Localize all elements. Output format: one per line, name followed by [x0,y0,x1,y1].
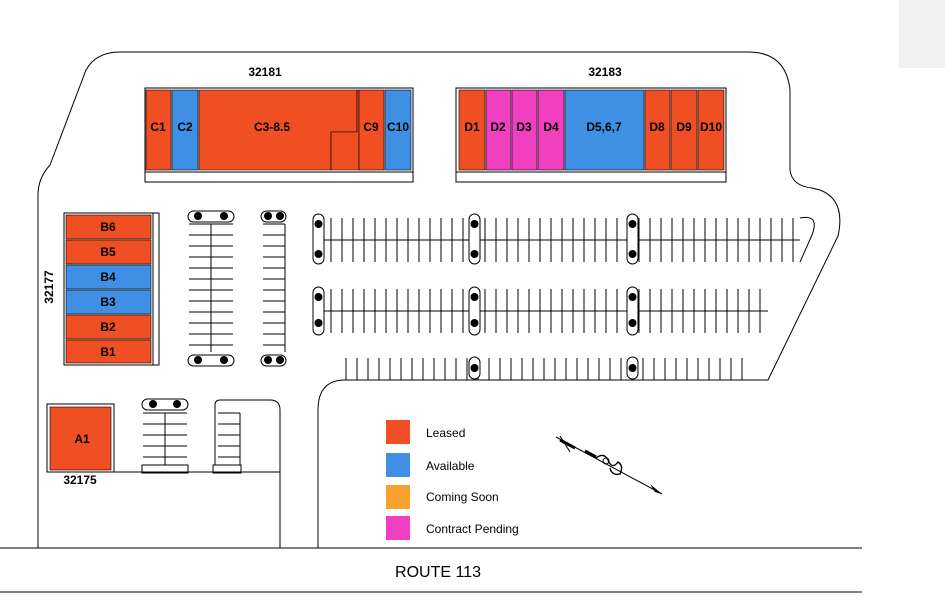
unit-D1-label: D1 [464,120,480,134]
unit-C3-label: C3-8.5 [254,120,290,134]
legend-label-leased: Leased [426,426,465,440]
light-pole-icon [264,212,272,220]
legend-swatch-available [386,453,410,477]
entrance-edge [220,399,281,548]
unit-D9[interactable] [670,89,698,171]
unit-C9[interactable] [358,89,385,171]
unit-B1[interactable] [65,339,152,364]
unit-B6-label: B6 [100,220,116,234]
light-pole-icon [194,356,202,364]
legend-label-available: Available [426,459,475,473]
light-pole-icon [470,293,479,301]
light-pole-icon [314,220,323,228]
unit-B5-label: B5 [100,245,116,259]
light-pole-icon [470,220,479,228]
unit-D4[interactable] [537,89,565,171]
corner-tab [899,0,945,68]
unit-D1[interactable] [458,89,486,171]
unit-D5[interactable] [564,89,645,171]
unit-B4[interactable] [65,264,152,290]
building-32183-label: 32183 [588,65,622,79]
unit-D4-label: D4 [543,120,559,134]
road-label: ROUTE 113 [395,564,481,581]
north-arrow-icon [555,435,663,495]
parking-island [141,398,189,411]
parking-stalls [114,210,815,474]
unit-C1-label: C1 [150,120,166,134]
light-pole-icon [220,212,228,220]
legend-swatch-contract-pending [386,516,410,540]
unit-D10-label: D10 [700,120,722,134]
unit-C10[interactable] [384,89,412,171]
unit-C2-label: C2 [177,120,193,134]
unit-C9-label: C9 [363,120,379,134]
unit-B1-label: B1 [100,345,116,359]
light-pole-icon [628,293,637,301]
legend-swatch-leased [386,420,410,444]
unit-D9-label: D9 [676,120,692,134]
light-pole-icon [628,250,637,258]
light-pole-icon [149,400,157,408]
unit-D2-label: D2 [490,120,506,134]
light-pole-icon [220,356,228,364]
legend-swatch-coming-soon [386,485,410,509]
parking-row-end [799,216,815,263]
light-pole-icon [264,356,272,364]
light-pole-icon [194,212,202,220]
light-pole-icon [470,250,479,258]
parking-island [212,464,242,474]
unit-B5[interactable] [65,239,152,265]
building-32175-label: 32175 [63,473,97,487]
light-pole-icon [628,319,637,327]
unit-B2[interactable] [65,314,152,340]
unit-D10[interactable] [697,89,725,171]
unit-B3-label: B3 [100,295,116,309]
legend-label-coming-soon: Coming Soon [426,490,499,504]
light-pole-icon [276,356,284,364]
unit-A1-label: A1 [74,432,90,446]
unit-D3[interactable] [511,89,538,171]
unit-D3-label: D3 [516,120,532,134]
light-pole-icon [628,220,637,228]
light-pole-icon [314,319,323,327]
unit-D2[interactable] [485,89,512,171]
unit-B6[interactable] [65,214,152,240]
unit-D5-label: D5,6,7 [586,120,622,134]
building-32181-label: 32181 [248,65,282,79]
curb-edge [214,399,221,406]
building-32177-label: 32177 [42,270,56,304]
light-pole-icon [628,364,637,372]
legend-label-contract-pending: Contract Pending [426,522,519,536]
unit-B4-label: B4 [100,270,116,284]
unit-C10-label: C10 [387,120,409,134]
light-pole-icon [314,250,323,258]
unit-A1[interactable] [49,406,112,471]
light-pole-icon [470,364,479,372]
unit-C1[interactable] [145,89,172,171]
light-pole-icon [276,212,284,220]
light-pole-icon [173,400,181,408]
parking-island [141,464,189,474]
light-pole-icon [314,293,323,301]
unit-B3[interactable] [65,289,152,315]
unit-C2[interactable] [171,89,199,171]
unit-D8[interactable] [644,89,671,171]
unit-D8-label: D8 [649,120,665,134]
light-pole-icon [470,319,479,327]
unit-B2-label: B2 [100,320,116,334]
